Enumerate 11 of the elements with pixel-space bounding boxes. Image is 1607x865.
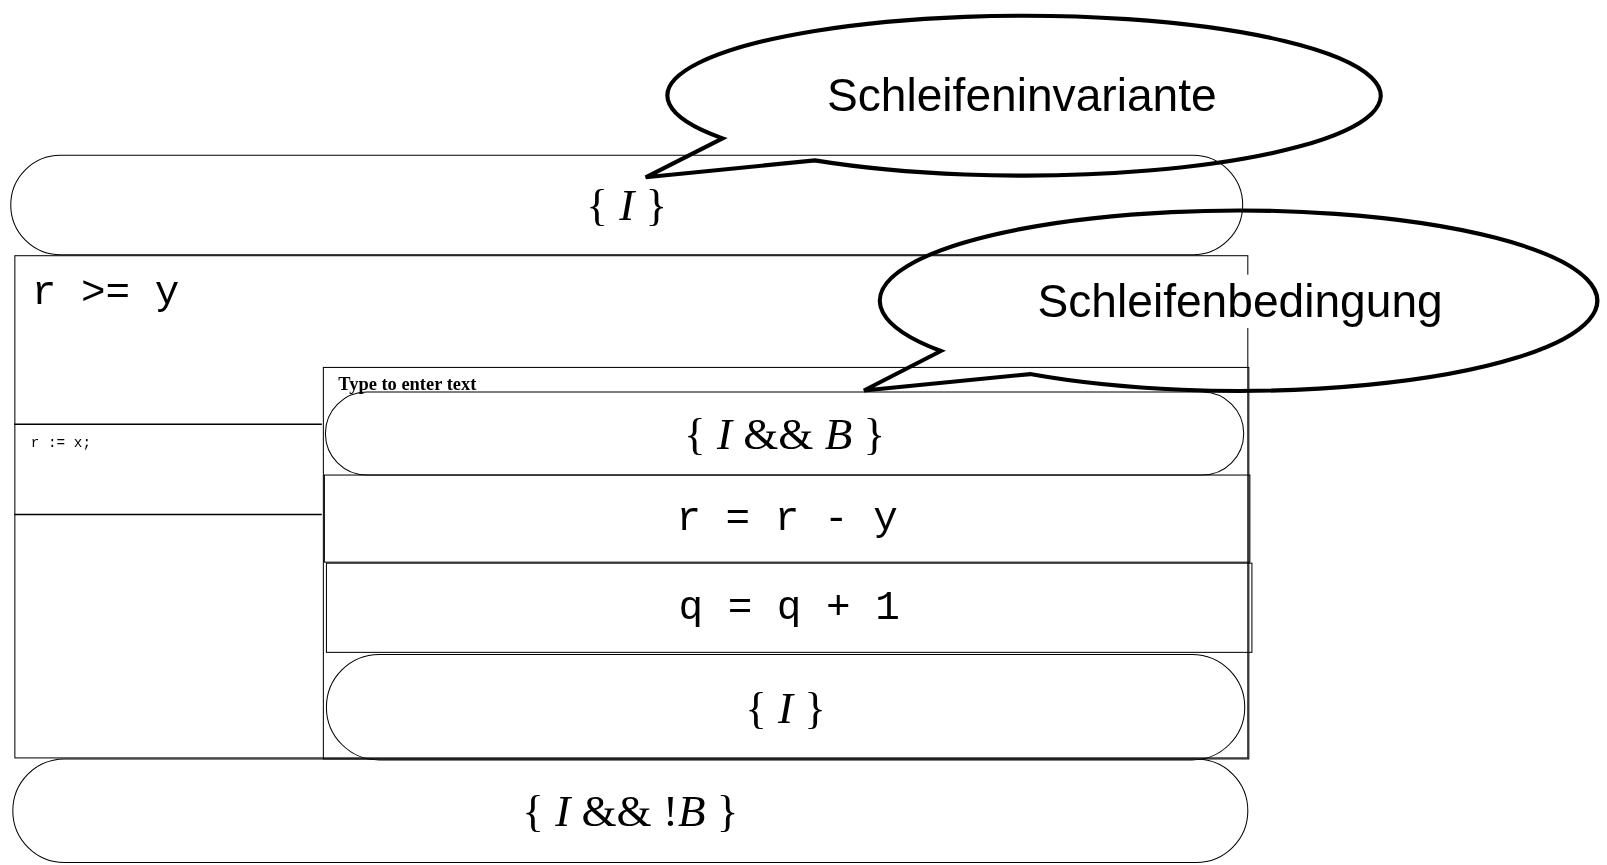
statement-text: r := x; <box>30 434 91 451</box>
assertion-text: { I } <box>586 178 668 232</box>
statement-text: r = r - y <box>676 495 898 542</box>
loop-condition-text: r >= y <box>31 270 180 317</box>
speech-bubble <box>864 211 1599 393</box>
speech-bubble <box>645 13 1381 180</box>
statement-text: q = q + 1 <box>678 584 900 631</box>
assertion-text: { I } <box>745 681 826 734</box>
assertion-text: { I && !B } <box>522 784 739 837</box>
assertion-text: { I && B } <box>684 407 886 460</box>
placeholder-text: Type to enter text <box>338 374 477 396</box>
